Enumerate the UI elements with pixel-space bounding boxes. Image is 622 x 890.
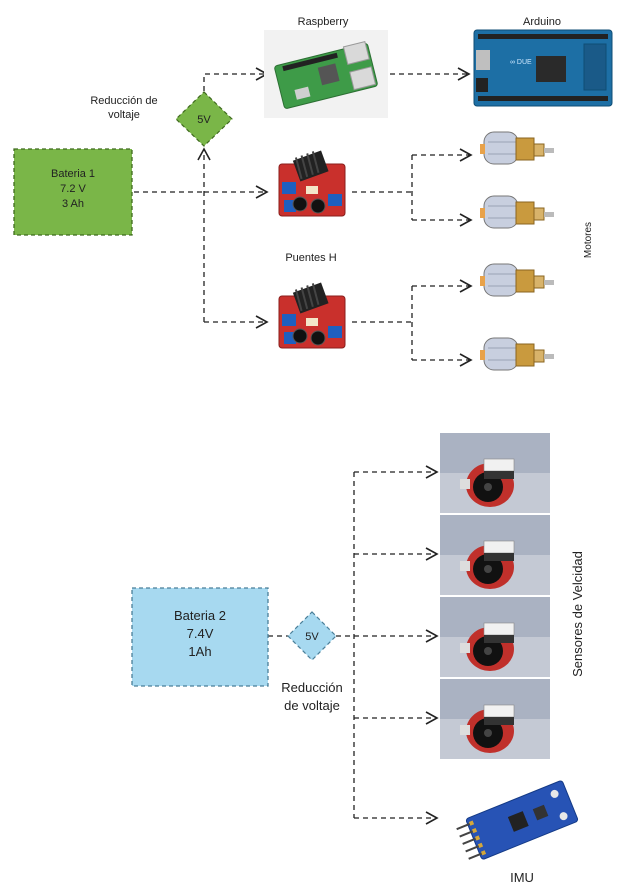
motor-1-icon [479, 131, 555, 165]
motor-4-icon [479, 337, 555, 371]
speed-sensor-2-icon [439, 514, 551, 596]
h-bridge-2-icon [278, 281, 346, 349]
regulator-bottom-label: 5V [305, 631, 319, 643]
motor-2-icon [479, 195, 555, 229]
battery-2-box [131, 587, 269, 687]
regulator-top-label: 5V [197, 114, 211, 126]
battery-1-voltage: 7.2 V [60, 183, 86, 195]
bottom-connectors [268, 465, 439, 825]
battery-2-voltage: 7.4V [187, 626, 214, 641]
battery-2-name: Bateria 2 [174, 608, 226, 623]
imu-label: IMU [510, 870, 534, 885]
arduino-icon: ∞ DUE [473, 29, 613, 107]
raspberry-pi-icon [264, 30, 388, 118]
regulator-top-shape [175, 91, 233, 147]
battery-1-name: Bateria 1 [51, 168, 95, 180]
speed-sensor-4-icon [439, 678, 551, 760]
reduction-label-top-2: voltaje [108, 109, 140, 121]
reduction-label-bottom-1: Reducción [281, 680, 342, 695]
arduino-label: Arduino [523, 16, 561, 28]
battery-1-box [13, 148, 133, 236]
motors-label: Motores [583, 222, 594, 258]
battery-2-capacity: 1Ah [188, 644, 211, 659]
regulator-bottom-shape [287, 611, 337, 661]
reduction-label-top-1: Reducción de [90, 95, 157, 107]
h-bridge-1-icon [278, 149, 346, 217]
speed-sensor-3-icon [439, 596, 551, 678]
svg-text:∞ DUE: ∞ DUE [510, 59, 532, 66]
sensors-label: Sensores de Velcidad [570, 551, 585, 677]
imu-icon [456, 780, 579, 860]
h-bridge-label: Puentes H [285, 252, 336, 264]
motor-3-icon [479, 263, 555, 297]
top-connectors [134, 67, 473, 367]
battery-1-capacity: 3 Ah [62, 198, 84, 210]
speed-sensor-1-icon [439, 432, 551, 514]
reduction-label-bottom-2: de voltaje [284, 698, 340, 713]
raspberry-label: Raspberry [298, 16, 349, 28]
